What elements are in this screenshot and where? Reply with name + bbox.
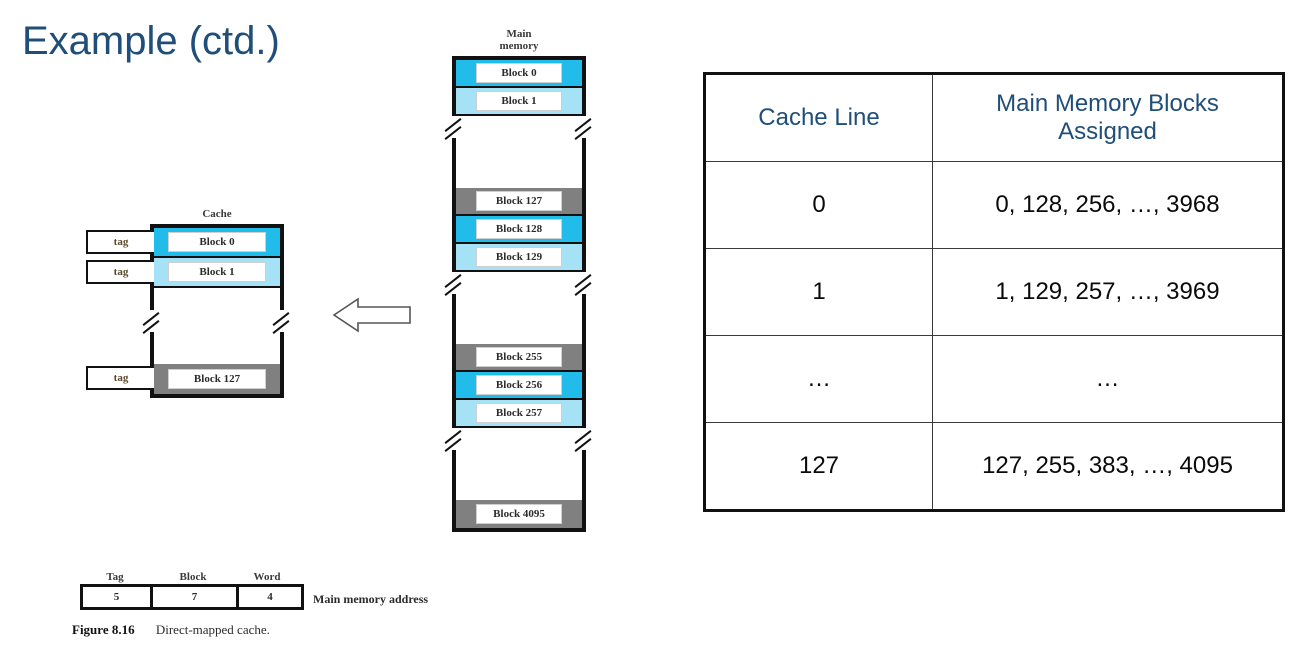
table-row: 0 0, 128, 256, …, 3968 xyxy=(704,161,1284,249)
cache-mapping-table: Cache Line Main Memory Blocks Assigned 0… xyxy=(703,72,1285,512)
table-row: 127 127, 255, 383, …, 4095 xyxy=(704,422,1284,511)
cell-memory-blocks: … xyxy=(932,335,1284,423)
memory-block-label: Block 257 xyxy=(476,403,562,423)
cache-gap xyxy=(141,288,293,364)
break-mark-icon xyxy=(141,310,163,332)
memory-block-257: Block 257 xyxy=(456,400,582,428)
address-field-boxes: 5 7 4 xyxy=(80,584,304,610)
cell-cache-line: 0 xyxy=(704,161,933,249)
memory-block-127: Block 127 xyxy=(456,188,582,216)
column-header-memory-blocks: Main Memory Blocks Assigned xyxy=(932,73,1284,162)
figure-caption-text: Direct-mapped cache. xyxy=(155,622,270,637)
address-field-name-tag: Tag xyxy=(106,571,124,583)
cache-block-label: Block 0 xyxy=(168,232,266,252)
cache-line-1: tag Block 1 xyxy=(86,258,280,288)
break-mark-icon xyxy=(443,116,465,138)
memory-block-128: Block 128 xyxy=(456,216,582,244)
memory-gap-2 xyxy=(443,272,595,344)
memory-block-label: Block 256 xyxy=(476,375,562,395)
main-memory-column: Block 0 Block 1 Block 127 Block 128 Bloc… xyxy=(443,56,595,532)
column-header-line1: Main Memory Blocks xyxy=(996,90,1219,117)
cache-tag-0: tag xyxy=(86,230,154,254)
table-row: 1 1, 129, 257, …, 3969 xyxy=(704,248,1284,336)
memory-block-1: Block 1 xyxy=(456,88,582,116)
break-mark-icon xyxy=(443,272,465,294)
break-mark-icon xyxy=(271,310,293,332)
address-note: Main memory address xyxy=(313,592,429,606)
cache-tag-1: tag xyxy=(86,260,154,284)
cache-line-127: tag Block 127 xyxy=(86,364,280,394)
cell-memory-blocks: 0, 128, 256, …, 3968 xyxy=(932,161,1284,249)
break-mark-icon xyxy=(573,116,595,138)
memory-block-label: Block 1 xyxy=(476,91,562,111)
memory-block-4095: Block 4095 xyxy=(456,500,582,528)
mapping-arrow-icon xyxy=(332,292,412,343)
address-field-name-word: Word xyxy=(253,571,281,583)
cache-block-label: Block 127 xyxy=(168,369,266,389)
memory-block-label: Block 128 xyxy=(476,219,562,239)
main-memory-diagram: Main memory Block 0 Block 1 Block 127 Bl… xyxy=(443,28,595,532)
cache-label: Cache xyxy=(202,208,232,220)
memory-block-label: Block 4095 xyxy=(476,504,562,524)
memory-block-label: Block 129 xyxy=(476,247,562,267)
figure-caption: Figure 8.16 Direct-mapped cache. xyxy=(72,622,270,638)
memory-block-0: Block 0 xyxy=(456,60,582,88)
address-field-headers: Tag Block Word xyxy=(80,570,304,584)
column-header-line2: Assigned xyxy=(1058,118,1157,145)
cache-diagram: Cache tag Block 0 tag Block 1 tag Block … xyxy=(86,208,293,398)
memory-block-256: Block 256 xyxy=(456,372,582,400)
address-field-bits-tag: 5 xyxy=(83,587,153,607)
table-header-row: Cache Line Main Memory Blocks Assigned xyxy=(704,73,1284,162)
break-mark-icon xyxy=(573,428,595,450)
cell-cache-line: 127 xyxy=(704,422,933,511)
address-field-bits-block: 7 xyxy=(153,587,239,607)
cell-cache-line: 1 xyxy=(704,248,933,336)
address-format-diagram: Tag Block Word 5 7 4 Main memory address xyxy=(80,570,428,610)
page-title: Example (ctd.) xyxy=(22,19,280,63)
memory-block-label: Block 255 xyxy=(476,347,562,367)
table-row: … … xyxy=(704,335,1284,423)
main-memory-label: Main memory xyxy=(499,28,539,52)
cell-cache-line: … xyxy=(704,335,933,423)
break-mark-icon xyxy=(573,272,595,294)
cache-tag-127: tag xyxy=(86,366,154,390)
cache-line-0: tag Block 0 xyxy=(86,228,280,258)
address-field-bits-word: 4 xyxy=(239,587,301,607)
address-field-name-block: Block xyxy=(179,571,207,583)
memory-block-label: Block 127 xyxy=(476,191,562,211)
memory-block-129: Block 129 xyxy=(456,244,582,272)
cache-block-label: Block 1 xyxy=(168,262,266,282)
memory-block-255: Block 255 xyxy=(456,344,582,372)
column-header-cache-line: Cache Line xyxy=(704,73,933,162)
memory-gap-3 xyxy=(443,428,595,500)
cell-memory-blocks: 1, 129, 257, …, 3969 xyxy=(932,248,1284,336)
figure-number: Figure 8.16 xyxy=(72,622,135,637)
break-mark-icon xyxy=(443,428,465,450)
cell-memory-blocks: 127, 255, 383, …, 4095 xyxy=(932,422,1284,511)
memory-block-label: Block 0 xyxy=(476,63,562,83)
cache-column: tag Block 0 tag Block 1 tag Block 127 xyxy=(86,224,293,398)
memory-gap-1 xyxy=(443,116,595,188)
